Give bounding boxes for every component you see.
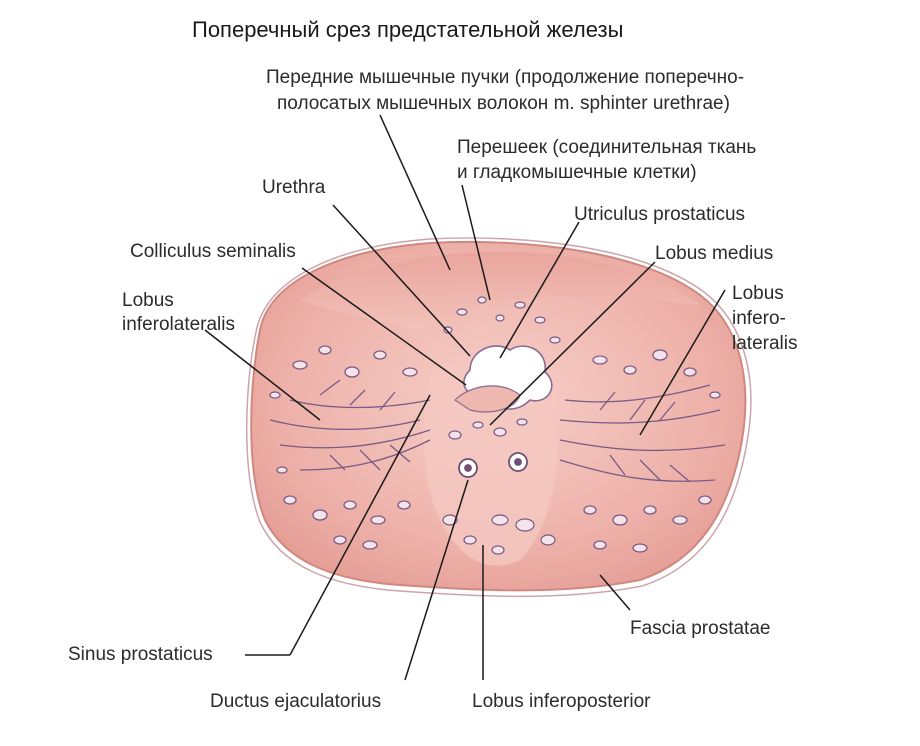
label-lobus-inferolateralis-right-line1: Lobus bbox=[732, 283, 784, 304]
glands-left bbox=[269, 345, 431, 550]
label-fascia-prostatae: Fascia prostatae bbox=[630, 618, 771, 639]
anterior-muscle-band bbox=[300, 251, 700, 330]
label-isthmus-line2: и гладкомышечные клетки) bbox=[457, 162, 697, 183]
label-anterior-muscle-line2: полосатых мышечных волокон m. sphinter u… bbox=[277, 93, 730, 114]
ejaculatory-ducts bbox=[458, 452, 528, 478]
label-utriculus-prostaticus: Utriculus prostaticus bbox=[574, 204, 746, 225]
glands-isthmus bbox=[443, 296, 561, 344]
label-isthmus-line1: Перешеек (соединительная ткань bbox=[457, 137, 757, 158]
label-lobus-inferolateralis-right-line2: infero- bbox=[732, 308, 786, 329]
label-lobus-inferolateralis-right-line3: lateralis bbox=[732, 333, 798, 354]
label-colliculus-seminalis: Colliculus seminalis bbox=[130, 241, 296, 262]
leader-lines bbox=[204, 114, 726, 681]
glands-right bbox=[559, 349, 726, 553]
glands-central bbox=[442, 418, 556, 555]
diagram-title: Поперечный срез предстательной железы bbox=[192, 17, 624, 42]
label-anterior-muscle-line1: Передние мышечные пучки (продолжение поп… bbox=[266, 67, 745, 88]
label-lobus-inferolateralis-left-line1: Lobus bbox=[122, 290, 174, 311]
label-lobus-inferoposterior: Lobus inferoposterior bbox=[472, 691, 651, 712]
label-lobus-inferolateralis-left-line2: inferolateralis bbox=[122, 314, 235, 335]
label-ductus-ejaculatorius: Ductus ejaculatorius bbox=[210, 691, 382, 712]
label-urethra: Urethra bbox=[262, 177, 326, 198]
fascia-outline bbox=[246, 237, 752, 598]
label-lobus-medius: Lobus medius bbox=[655, 243, 774, 264]
label-sinus-prostaticus: Sinus prostaticus bbox=[68, 644, 213, 665]
